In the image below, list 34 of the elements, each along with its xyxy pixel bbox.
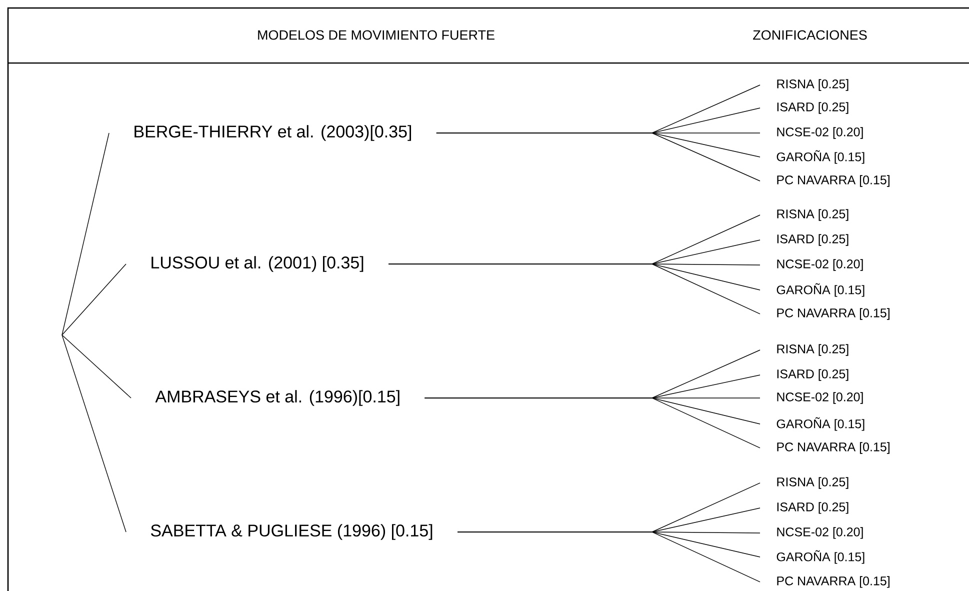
branch-line	[62, 334, 126, 532]
zone-label: GAROÑA [0.15]	[776, 283, 864, 297]
model-label: LUSSOU et al. (2001) [0.35]	[152, 256, 364, 272]
branch-line	[62, 132, 110, 336]
model-label: SABETTA & PUGLIESE (1996) [0.15]	[150, 524, 432, 540]
zone-label: GAROÑA [0.15]	[776, 150, 864, 164]
zone-label: GAROÑA [0.15]	[776, 417, 864, 431]
zone-label: GAROÑA [0.15]	[776, 550, 864, 564]
branch-line	[62, 264, 126, 336]
branch-line	[457, 532, 760, 582]
zone-label: NCSE-02 [0.20]	[777, 127, 863, 139]
zone-label: PC NAVARRA [0.15]	[777, 175, 890, 187]
zone-label: PC NAVARRA [0.15]	[777, 576, 890, 588]
zone-label: RISNA [0.25]	[777, 477, 848, 489]
model-label: AMBRASEYS et al. (1996)[0.15]	[155, 390, 400, 406]
zone-label: PC NAVARRA [0.15]	[777, 442, 890, 454]
zone-label: NCSE-02 [0.20]	[777, 259, 863, 271]
zone-label: ISARD [0.25]	[777, 234, 848, 246]
zone-label: NCSE-02 [0.20]	[777, 392, 863, 404]
branch-line	[388, 264, 760, 314]
zone-label: NCSE-02 [0.20]	[777, 527, 863, 539]
zone-label: RISNA [0.25]	[777, 79, 848, 91]
zone-label: RISNA [0.25]	[777, 209, 848, 221]
branch-line	[424, 398, 760, 448]
zone-label: ISARD [0.25]	[777, 369, 848, 381]
branch-line	[436, 132, 760, 182]
column-header: MODELOS DE MOVIMIENTO FUERTE	[258, 30, 494, 40]
zone-label: ISARD [0.25]	[777, 502, 848, 514]
zone-label: RISNA [0.25]	[777, 344, 848, 356]
model-label: BERGE-THIERRY et al. (2003)[0.35]	[134, 125, 411, 141]
zone-label: ISARD [0.25]	[777, 102, 848, 114]
branch-line	[62, 334, 132, 398]
zone-label: PC NAVARRA [0.15]	[777, 308, 890, 320]
column-header: ZONIFICACIONES	[753, 30, 867, 40]
